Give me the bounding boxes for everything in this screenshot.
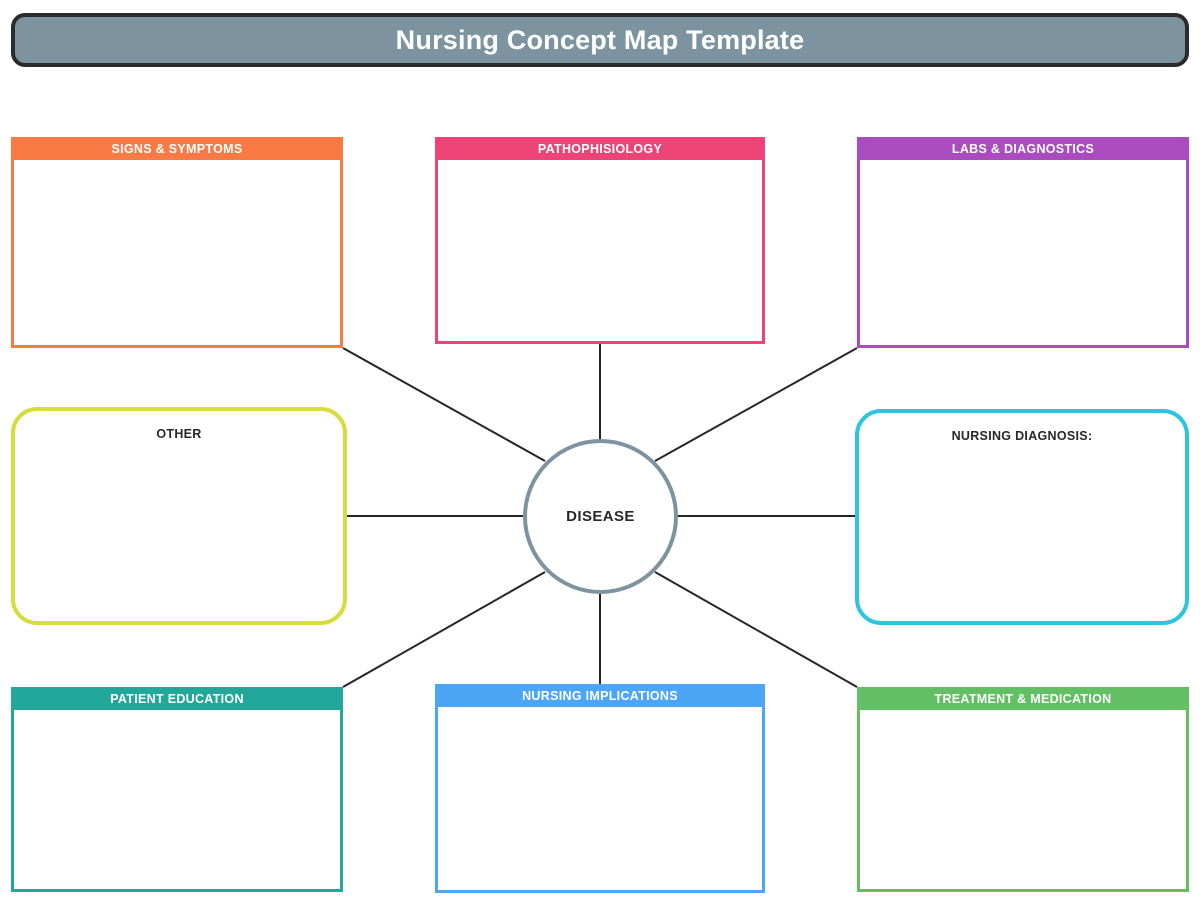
box-header-nursing-implications: NURSING IMPLICATIONS — [435, 684, 765, 707]
box-label-other: OTHER — [156, 427, 202, 441]
connector-treatment-medication — [654, 571, 858, 688]
box-label-nursing-diagnosis: NURSING DIAGNOSIS: — [951, 429, 1093, 443]
box-treatment-medication[interactable]: TREATMENT & MEDICATION — [857, 687, 1189, 892]
box-header-pathophisiology: PATHOPHISIOLOGY — [435, 137, 765, 160]
box-other[interactable]: OTHER — [11, 407, 347, 625]
box-pathophisiology[interactable]: PATHOPHISIOLOGY — [435, 137, 765, 344]
connector-labs-diagnostics — [654, 347, 858, 462]
box-nursing-implications[interactable]: NURSING IMPLICATIONS — [435, 684, 765, 893]
box-label-signs-symptoms: SIGNS & SYMPTOMS — [111, 141, 243, 156]
box-label-patient-education: PATIENT EDUCATION — [110, 691, 244, 706]
box-header-labs-diagnostics: LABS & DIAGNOSTICS — [857, 137, 1189, 160]
box-labs-diagnostics[interactable]: LABS & DIAGNOSTICS — [857, 137, 1189, 348]
box-label-labs-diagnostics: LABS & DIAGNOSTICS — [951, 141, 1095, 156]
box-signs-symptoms[interactable]: SIGNS & SYMPTOMS — [11, 137, 343, 348]
box-header-signs-symptoms: SIGNS & SYMPTOMS — [11, 137, 343, 160]
title-banner: Nursing Concept Map Template — [11, 13, 1189, 67]
box-header-patient-education: PATIENT EDUCATION — [11, 687, 343, 710]
page-title: Nursing Concept Map Template — [395, 24, 805, 55]
connector-patient-education — [342, 571, 546, 688]
box-nursing-diagnosis[interactable]: NURSING DIAGNOSIS: — [855, 409, 1189, 625]
center-node-label: DISEASE — [566, 508, 635, 525]
box-label-pathophisiology: PATHOPHISIOLOGY — [537, 141, 663, 156]
box-header-treatment-medication: TREATMENT & MEDICATION — [857, 687, 1189, 710]
box-label-nursing-implications: NURSING IMPLICATIONS — [522, 688, 678, 703]
box-patient-education[interactable]: PATIENT EDUCATION — [11, 687, 343, 892]
connector-signs-symptoms — [342, 347, 546, 462]
center-node-disease[interactable]: DISEASE — [523, 439, 678, 594]
box-label-treatment-medication: TREATMENT & MEDICATION — [934, 691, 1112, 706]
